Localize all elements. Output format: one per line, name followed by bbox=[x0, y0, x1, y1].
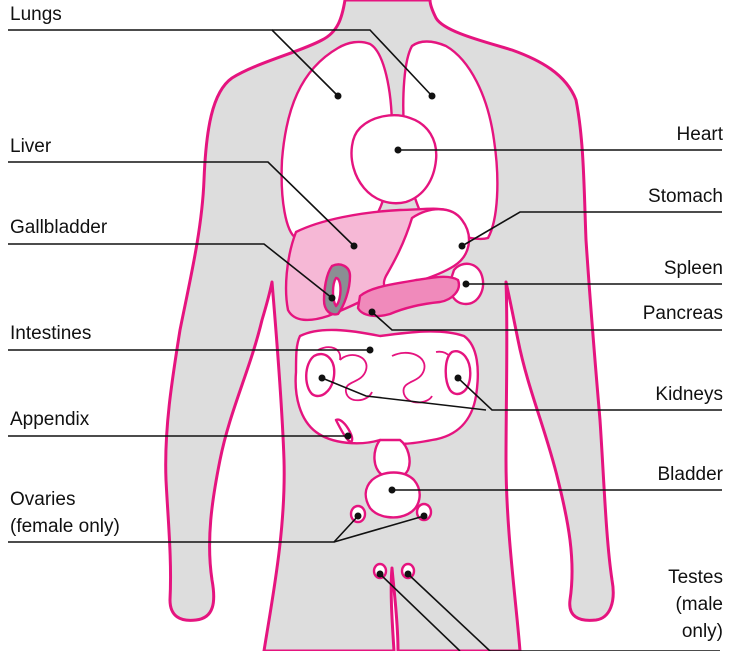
label-kidneys: Kidneys bbox=[655, 384, 723, 406]
label-testes: Testes bbox=[668, 567, 723, 589]
label-ovaries-note: (female only) bbox=[10, 516, 120, 538]
label-liver: Liver bbox=[10, 136, 51, 158]
label-testes-note-2: only) bbox=[682, 621, 723, 643]
bladder bbox=[366, 473, 420, 518]
label-heart: Heart bbox=[677, 124, 723, 146]
label-appendix: Appendix bbox=[10, 409, 89, 431]
label-testes-note-1: (male bbox=[675, 594, 723, 616]
label-ovaries: Ovaries bbox=[10, 489, 75, 511]
label-lungs: Lungs bbox=[10, 4, 62, 26]
gallbladder-inner bbox=[333, 278, 341, 306]
label-stomach: Stomach bbox=[648, 186, 723, 208]
heart bbox=[352, 115, 437, 203]
kidney-right bbox=[446, 351, 471, 394]
label-pancreas: Pancreas bbox=[643, 303, 723, 325]
label-spleen: Spleen bbox=[664, 258, 723, 280]
label-bladder: Bladder bbox=[658, 464, 724, 486]
label-gallbladder: Gallbladder bbox=[10, 217, 107, 239]
label-intestines: Intestines bbox=[10, 323, 91, 345]
